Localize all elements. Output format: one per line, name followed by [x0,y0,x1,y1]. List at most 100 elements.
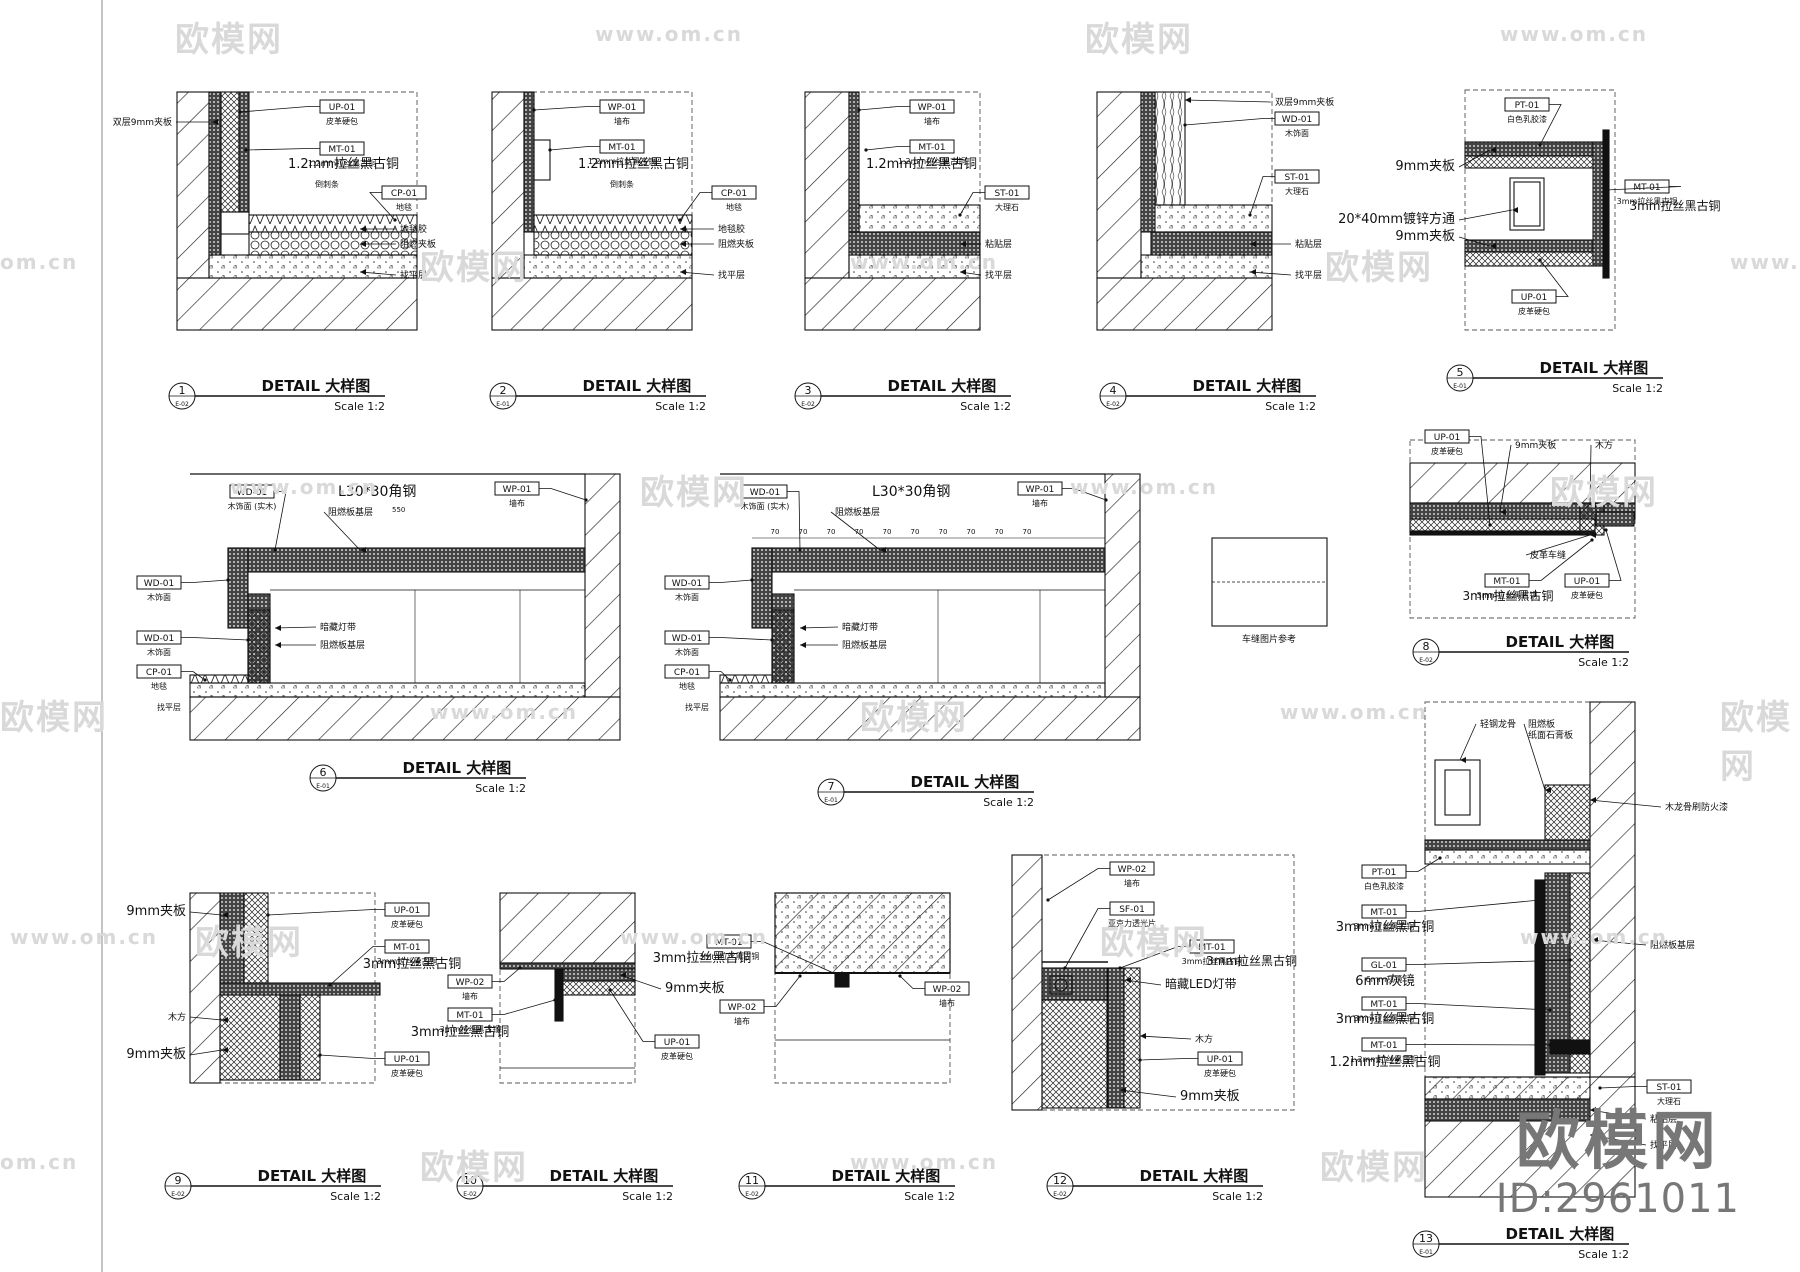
leader-line [1458,236,1491,247]
material-tag-desc: 1.2mm拉丝黑古铜 [588,156,656,166]
screed-note: 找平层 [685,702,709,712]
detail-number: 11 [745,1174,759,1187]
leader-line [189,1016,223,1021]
plywood-layer [208,91,222,256]
leader-line [1599,1086,1647,1089]
leader-line [492,999,556,1015]
leader-line [830,511,881,551]
detail-frame [774,892,951,1084]
leader-line [1529,539,1593,581]
material-tag-desc: 木饰面 [1285,128,1309,138]
leader-line [1589,1109,1647,1120]
material-tag-code: WP-02 [728,1003,757,1013]
leader-dot [898,974,902,978]
material-tag-code: WP-01 [918,103,947,113]
detail-sheet-ref: E-02 [1106,401,1120,408]
annotation-note: 阻燃夹板 [400,238,436,250]
leader-arrow [1185,97,1191,103]
annotation-note: 找平层 [1650,1139,1677,1151]
detail-sheet-ref: E-01 [316,783,330,790]
metal-ledge [1549,1039,1591,1055]
leader-dot [246,638,250,642]
material-tag-desc: 墙布 [939,998,955,1008]
carpet-layer [248,214,418,233]
leader-line [1605,529,1622,581]
detail-scale: Scale 1:2 [983,796,1034,809]
concrete-slab [491,277,693,331]
leader-arrow [360,547,366,553]
leader-arrow [800,625,806,631]
annotation-note: 找平层 [400,269,427,281]
leader-dot [1604,528,1608,532]
leader-dot [750,578,754,582]
leader-dot [1538,898,1542,902]
annotation-note: 木方 [168,1011,186,1023]
leader-arrow [360,226,366,232]
concrete-wall [804,91,850,279]
material-tag-desc: 墙布 [924,116,940,126]
leader-line [1406,899,1541,912]
carpet-pad [533,231,693,256]
detail-scale: Scale 1:2 [475,782,526,795]
material-tag-desc: 墙布 [1032,498,1048,508]
leader-arrow [1250,269,1256,275]
material-tag-desc: 大理石 [1657,1096,1681,1106]
annotation-note: 阻燃板基层 [842,639,887,651]
annotation-note: 暗藏LED灯带 [1165,976,1237,991]
material-tag-code: WP-02 [1118,865,1147,875]
steel-keel-inner [1444,769,1471,816]
material-tag-code: MT-01 [918,143,945,153]
material-tag-desc: 1.2mm拉丝黑古铜 [308,158,376,168]
steel-tube-inner [1513,181,1541,227]
plywood-layer [1464,141,1594,157]
material-tag-code: MT-01 [393,943,420,953]
material-tag-code: WP-02 [933,985,962,995]
angle-note: L30*30角钢 [872,484,950,500]
leader-line [865,146,910,151]
plywood-layer [219,892,245,984]
detail-title: DETAIL 大样图 [550,1167,659,1185]
material-tag-code: UP-01 [1521,293,1548,303]
leader-line [1249,176,1275,216]
plywood-layer [279,994,301,1081]
leader-dot [678,218,682,222]
leader-dot [1118,966,1122,970]
detail-sheet-ref: E-02 [801,401,815,408]
dimension-text: 70 [939,528,948,536]
leader-dot [1538,258,1542,262]
detail-sheet-ref: E-02 [175,401,189,408]
leather-face [1409,530,1596,536]
leader-arrow [275,625,281,631]
metal-trim [533,139,551,181]
leader-line [539,488,587,501]
leader-line [319,1054,385,1059]
leader-arrow [1490,243,1496,249]
material-tag-code: UP-01 [1207,1055,1234,1065]
leader-arrow [1140,1033,1146,1039]
annotation-note: 9mm夹板 [1395,159,1455,174]
leader-dot [1590,538,1594,542]
leader-dot [1183,123,1187,127]
leader-arrow [880,547,886,553]
detail-number: 6 [320,766,327,779]
concrete-wall [176,91,210,279]
metal-note: 1.2mm拉丝黑古铜 [866,157,977,172]
detail-scale: Scale 1:2 [655,400,706,413]
material-tag-code: WP-01 [608,103,637,113]
metal-note: 3mm拉丝黑古铜 [1336,1012,1435,1027]
leader-line [1539,259,1569,297]
detail-number: 13 [1419,1232,1433,1245]
material-tag-desc: 皮革硬包 [326,116,358,126]
leader-arrow [1500,509,1506,515]
soffit-side [751,547,773,629]
concrete-fill [774,892,951,974]
wall-fabric [848,91,860,233]
annotation-note: 地毯胶 [400,223,427,235]
leader-line [1406,959,1571,965]
leader-dot [836,973,840,977]
leader-line [189,1049,223,1056]
screed-layer [1140,254,1273,279]
concrete-wall [584,473,621,698]
material-tag-code: WD-01 [144,579,175,589]
